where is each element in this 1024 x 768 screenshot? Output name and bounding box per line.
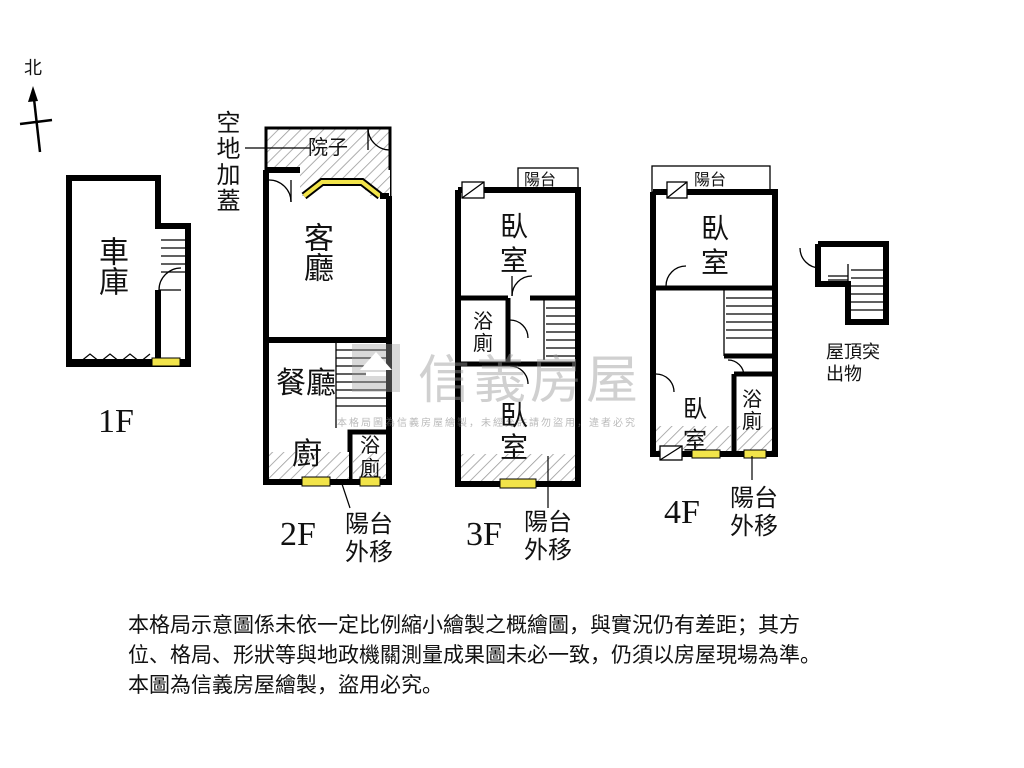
room-annex-label: 空地加蓋 (212, 110, 240, 214)
floor-3f-plan (455, 167, 581, 508)
room-living-label: 客廳 (298, 222, 333, 282)
floor-4f-plan (650, 165, 778, 480)
compass-arrow-icon (19, 86, 53, 153)
room-4f-bedroom-top-label: 臥室 (701, 212, 730, 279)
disclaimer-line-1: 本格局示意圖係未依一定比例縮小繪製之概繪圖，與實況仍有差距；其方 (128, 613, 800, 637)
disclaimer-line-3: 本圖為信義房屋繪製，盜用必究。 (128, 673, 443, 697)
disclaimer-text: 本格局示意圖係未依一定比例縮小繪製之概繪圖，與實況仍有差距；其方 位、格局、形狀… (128, 610, 1008, 700)
disclaimer-line-2: 位、格局、形狀等與地政機關測量成果圖未必一致，仍須以房屋現場為準。 (128, 643, 821, 667)
floor-3f-label: 3F (466, 516, 502, 553)
room-3f-balcony-label: 陽台 (524, 170, 557, 189)
room-courtyard-label: 院子 (308, 135, 348, 159)
floor-1f-plan (66, 175, 191, 367)
room-3f-bath-label: 浴廁 (473, 309, 493, 355)
floor-3f-balcony-note: 陽台外移 (524, 508, 572, 564)
floor-4f-balcony-note: 陽台外移 (730, 484, 778, 540)
floor-2f-label: 2F (280, 516, 316, 553)
room-4f-bath-label: 浴廁 (742, 387, 762, 433)
room-dining-label: 餐廳 (276, 366, 336, 401)
floor-4f-label: 4F (664, 494, 700, 531)
floor-1f-label: 1F (98, 403, 134, 440)
room-4f-bedroom-bottom-label: 臥室 (683, 395, 707, 455)
roof-structure-label: 屋頂突出物 (826, 342, 880, 385)
room-4f-balcony-label: 陽台 (694, 170, 727, 189)
room-kitchen-label: 廚 (292, 437, 322, 472)
room-3f-bedroom-top-label: 臥室 (500, 210, 529, 277)
watermark-brand: 信義房屋 (418, 351, 643, 411)
room-garage-label: 車庫 (93, 236, 128, 296)
compass-north-label: 北 (24, 58, 42, 79)
room-bath-top-label: 浴 (360, 433, 380, 457)
floor-2f-balcony-note: 陽台外移 (345, 510, 393, 566)
brand-logo-icon (352, 344, 400, 392)
roof-structure-plan (799, 241, 889, 325)
floor-2f-plan (245, 126, 392, 509)
watermark-notice: 本格局圖為信義房屋繪製，未經允許請勿盜用，違者必究 (337, 418, 637, 429)
room-3f-bedroom-bottom-label: 臥室 (500, 399, 529, 464)
room-bath-bottom-label: 廁 (360, 456, 380, 480)
